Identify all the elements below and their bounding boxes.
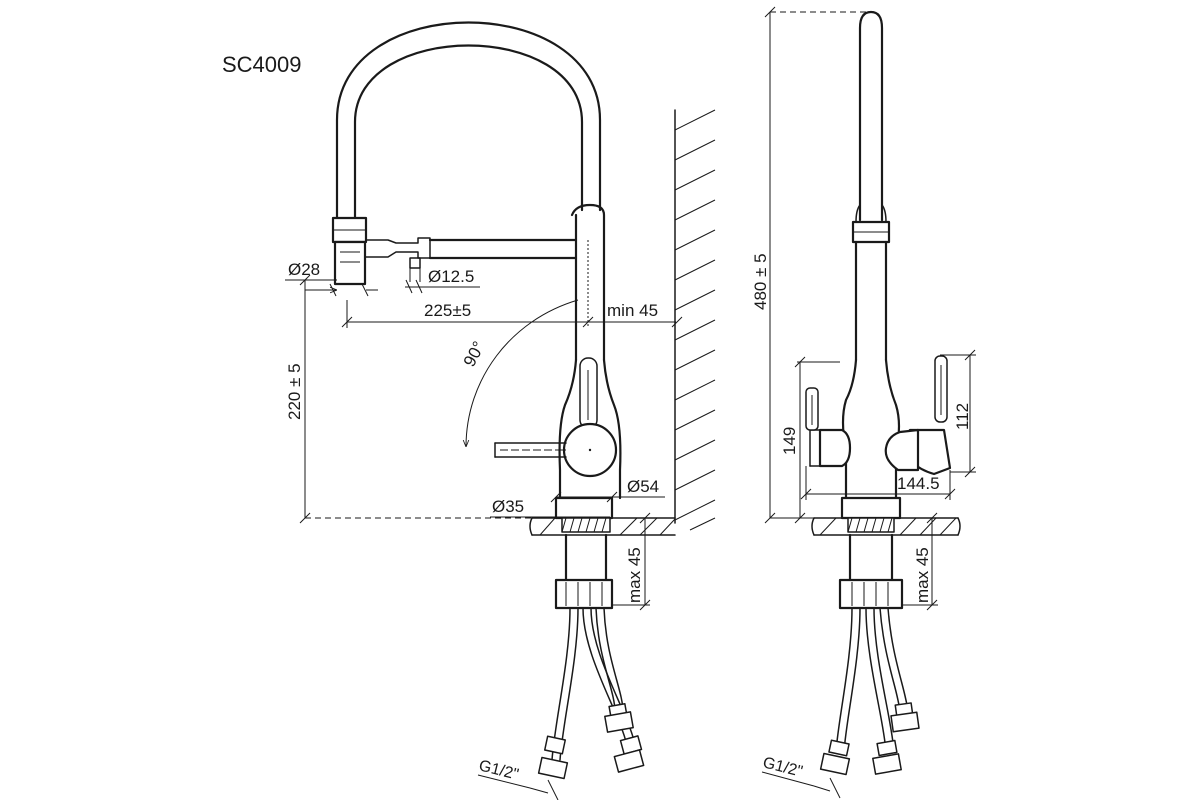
spray-head xyxy=(331,216,578,286)
hose-fitting xyxy=(819,739,851,776)
hole-dia-label: Ø35 xyxy=(492,497,524,516)
max-thickness-front-label: max 45 xyxy=(625,547,644,603)
handle-height-left-label: 149 xyxy=(780,427,799,455)
thread-side-label: G1/2" xyxy=(761,754,804,780)
rotation-label: 90° xyxy=(460,338,489,370)
hose-fitting xyxy=(604,702,634,733)
wall-min-label: min 45 xyxy=(607,301,658,320)
hoses-side xyxy=(819,607,920,776)
spout-arc xyxy=(335,21,602,220)
faucet-body-front xyxy=(494,203,622,610)
handle-span-label: 144.5 xyxy=(897,474,940,493)
aerator-dia-label: Ø12.5 xyxy=(428,267,474,286)
model-label: SC4009 xyxy=(222,52,302,77)
total-height-label: 480 ± 5 xyxy=(751,253,770,310)
hoses-front xyxy=(537,607,645,780)
spout-end-dia-label: Ø28 xyxy=(288,260,320,279)
base-dia-label: Ø54 xyxy=(627,477,659,496)
hose-fitting xyxy=(890,702,920,733)
side-view: 480 ± 5 149 112 144.5 xyxy=(751,6,976,799)
faucet-body-side xyxy=(805,10,952,610)
handle-height-right-label: 112 xyxy=(953,403,972,430)
spout-height-label: 220 ± 5 xyxy=(285,363,304,420)
front-view: Ø28 Ø12.5 225±5 min 45 90° 220 xyxy=(285,21,716,801)
max-thickness-side-label: max 45 xyxy=(913,547,932,603)
reach-label: 225±5 xyxy=(424,301,471,320)
hose-fitting xyxy=(613,735,645,773)
hose-fitting xyxy=(872,739,902,775)
hose-fitting xyxy=(537,735,569,780)
wall xyxy=(674,109,716,531)
